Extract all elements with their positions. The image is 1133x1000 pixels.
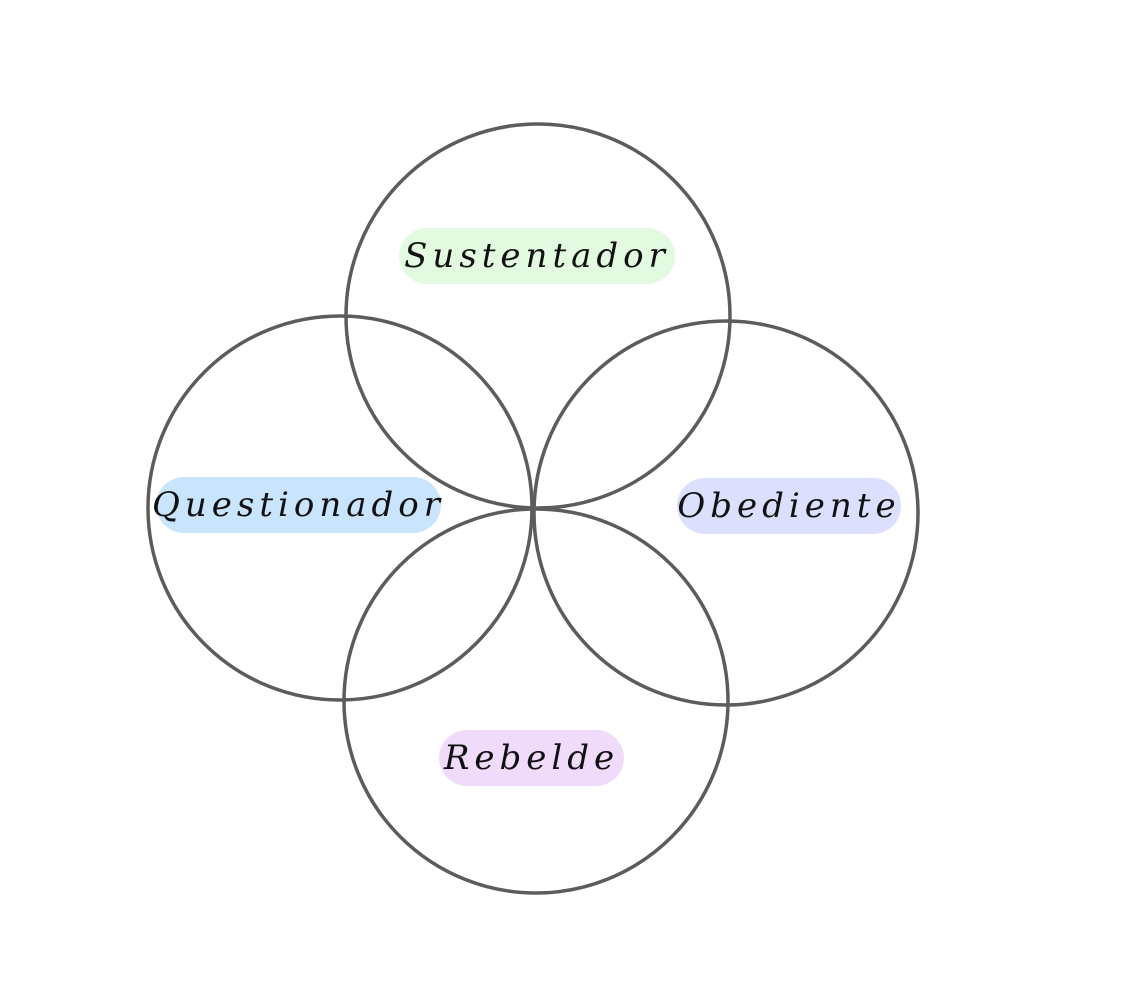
label-rebelde: Rebelde: [439, 730, 624, 786]
circle-right: [532, 319, 920, 707]
circle-top: [344, 122, 732, 510]
label-obediente: Obediente: [677, 478, 901, 534]
label-sustentador: Sustentador: [399, 228, 675, 284]
circle-bottom: [342, 507, 730, 895]
label-questionador: Questionador: [152, 477, 441, 533]
